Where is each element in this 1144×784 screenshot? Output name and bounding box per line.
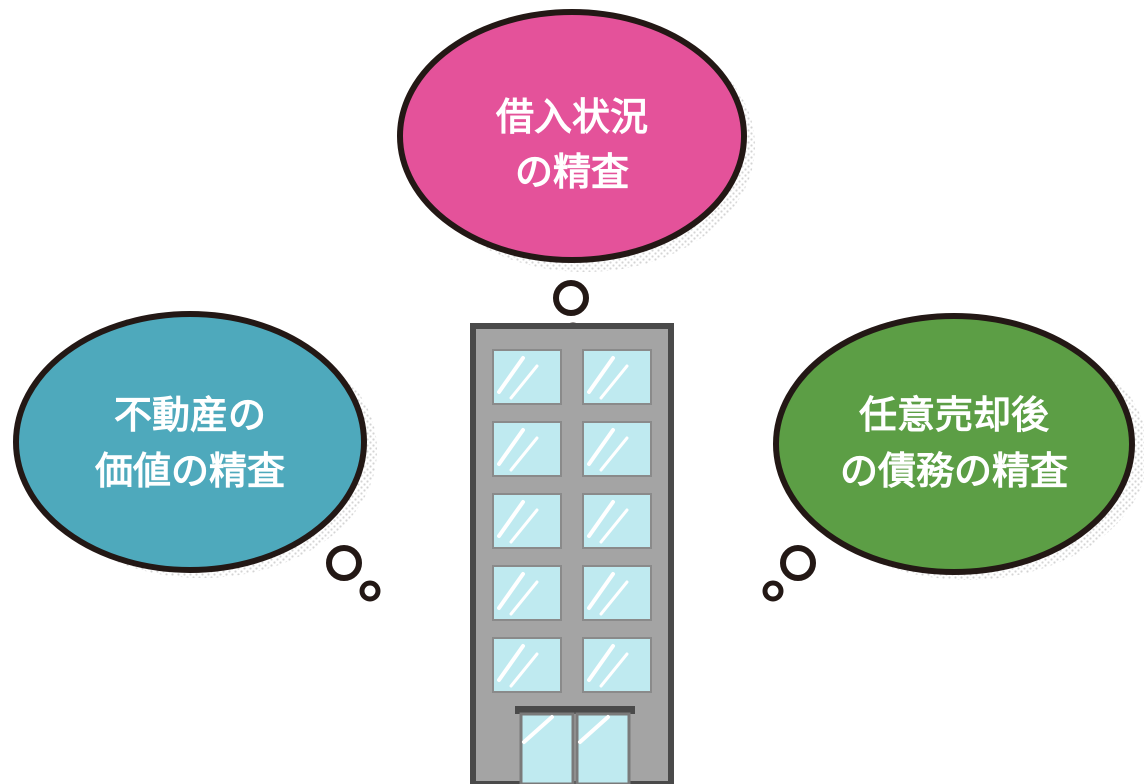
thought-dot-large bbox=[553, 280, 589, 316]
office-building-icon bbox=[470, 323, 674, 784]
door-right bbox=[575, 712, 631, 784]
building-window bbox=[582, 637, 652, 693]
bubble-right-shape bbox=[773, 313, 1135, 575]
glass-glare bbox=[587, 428, 615, 466]
entrance-awning bbox=[515, 706, 635, 714]
thought-bubble-right: 任意売却後 の債務の精査 bbox=[762, 313, 1144, 602]
glass-glare bbox=[599, 652, 629, 688]
glass-glare bbox=[599, 436, 629, 472]
building-window bbox=[492, 637, 562, 693]
building-window bbox=[492, 493, 562, 549]
glass-glare bbox=[497, 356, 525, 394]
glass-glare bbox=[509, 364, 539, 400]
thought-dot-large bbox=[780, 545, 816, 581]
thought-dot-small bbox=[359, 580, 381, 602]
glass-glare bbox=[497, 500, 525, 538]
thought-dot-small bbox=[762, 580, 784, 602]
glass-glare bbox=[599, 364, 629, 400]
thought-bubble-left: 不動産の 価値の精査 bbox=[13, 311, 381, 602]
glass-glare bbox=[509, 580, 539, 616]
bubble-left-line1: 不動産の bbox=[114, 393, 266, 437]
door-left bbox=[519, 712, 575, 784]
glass-glare bbox=[599, 508, 629, 544]
glass-glare bbox=[587, 572, 615, 610]
bubble-top-line2: の精査 bbox=[515, 150, 629, 194]
bubble-left-line2: 価値の精査 bbox=[94, 449, 285, 493]
glass-glare bbox=[587, 644, 615, 682]
building-window bbox=[492, 565, 562, 621]
bubble-right-line1: 任意売却後 bbox=[859, 393, 1050, 437]
building-window bbox=[582, 493, 652, 549]
glass-glare bbox=[587, 500, 615, 538]
glass-glare bbox=[497, 428, 525, 466]
glass-glare bbox=[497, 644, 525, 682]
building-window bbox=[582, 349, 652, 405]
glass-glare bbox=[578, 715, 610, 744]
thought-dot-large bbox=[326, 545, 362, 581]
glass-glare bbox=[599, 580, 629, 616]
building-window bbox=[582, 565, 652, 621]
glass-glare bbox=[587, 356, 615, 394]
building-window bbox=[582, 421, 652, 477]
building-window bbox=[492, 421, 562, 477]
glass-glare bbox=[509, 652, 539, 688]
bubble-right-line2: の債務の精査 bbox=[840, 449, 1068, 493]
glass-glare bbox=[497, 572, 525, 610]
building-windows bbox=[492, 349, 652, 693]
bubble-top-line1: 借入状況 bbox=[495, 95, 648, 139]
building-entrance-door bbox=[519, 712, 631, 784]
glass-glare bbox=[509, 436, 539, 472]
bubble-left-shape bbox=[13, 311, 367, 573]
bubble-top-shape bbox=[397, 9, 747, 263]
glass-glare bbox=[509, 508, 539, 544]
thought-bubble-top: 借入状況 の精査 bbox=[397, 9, 755, 344]
building-window bbox=[492, 349, 562, 405]
glass-glare bbox=[522, 715, 554, 744]
